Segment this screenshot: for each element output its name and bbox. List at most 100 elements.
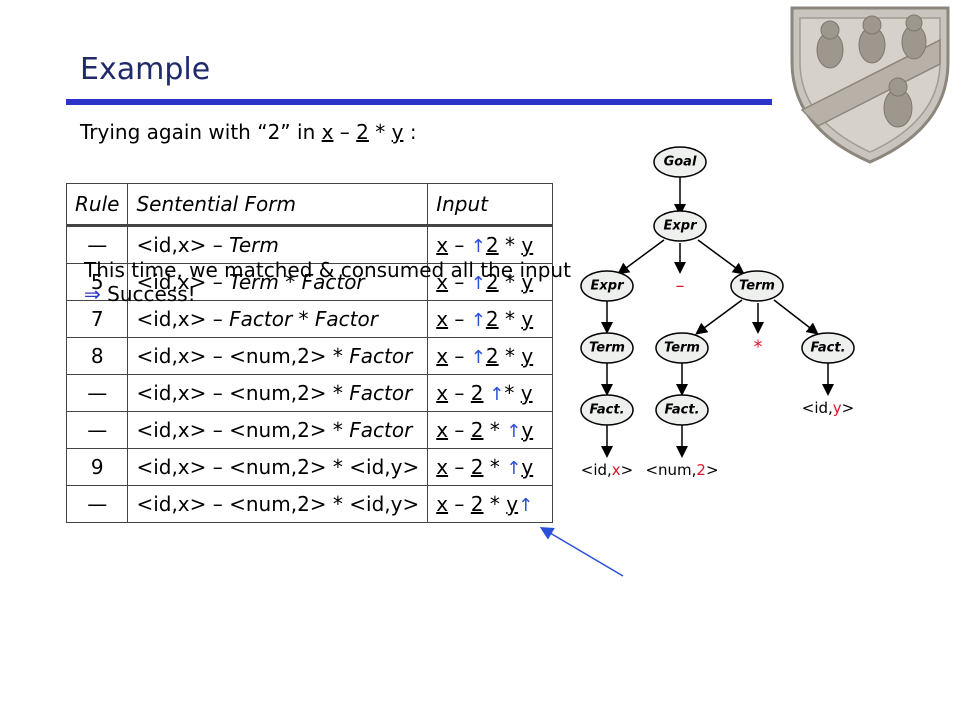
input-minus: –: [448, 270, 471, 294]
input-minus: –: [448, 307, 471, 331]
input-y: y: [520, 381, 533, 405]
input-pointer-icon: ↑: [470, 310, 486, 331]
input-2: 2: [485, 270, 499, 294]
subtitle-suffix: :: [403, 120, 417, 144]
table-header-row: Rule Sentential Form Input: [65, 183, 554, 227]
input-y: y: [521, 418, 534, 442]
form-nonterminal: Factor * Factor: [229, 307, 378, 331]
rule-cell: 9: [65, 448, 129, 486]
rule-cell: —: [65, 411, 129, 449]
callout-arrow: [539, 526, 624, 577]
implies-arrow-icon: ⇒: [84, 282, 101, 306]
input-pointer-icon: ↑: [506, 458, 522, 479]
input-times: *: [483, 492, 507, 516]
table-row: — <id,x> – <num,2> * Factor x – 2 ↑* y: [65, 374, 554, 412]
subtitle-2: 2: [356, 120, 369, 144]
input-minus: –: [448, 233, 471, 257]
subtitle-prefix: Trying again with “2” in: [80, 120, 322, 144]
header-rule: Rule: [65, 183, 129, 227]
input-pointer-icon: ↑: [470, 273, 486, 294]
form-text: <id,x> – <num,2> *: [136, 344, 350, 368]
subtitle-y: y: [391, 120, 404, 144]
input-y: y: [521, 233, 534, 257]
input-pointer-icon: ↑: [506, 421, 522, 442]
input-cell: x – ↑2 * y: [427, 337, 554, 375]
input-pointer-icon: ↑: [470, 347, 486, 368]
edge-expr-term: [697, 239, 745, 275]
table-row: — <id,x> – <num,2> * <id,y> x – 2 * y↑: [65, 485, 554, 523]
node-fact-left-shape: [580, 394, 634, 426]
title-rule: [66, 99, 772, 105]
table-row: — <id,x> – <num,2> * Factor x – 2 * ↑y: [65, 411, 554, 449]
input-x: x: [436, 344, 449, 368]
node-fact-right: Fact.: [810, 341, 845, 356]
input-times: *: [504, 381, 521, 405]
leaf-num-2: <num,2>: [645, 461, 718, 479]
node-term-left: Term: [589, 341, 625, 356]
input-minus: –: [448, 492, 471, 516]
node-expr-left-shape: [580, 270, 634, 302]
input-pointer-icon: ↑: [483, 384, 505, 405]
node-term-mid: Term: [664, 341, 700, 356]
header-sentential-form: Sentential Form: [127, 183, 429, 227]
input-y: y: [521, 344, 534, 368]
rule-cell: 5: [65, 263, 129, 301]
slide-title: Example: [80, 52, 211, 87]
leaf-id-y: <id,y>: [802, 399, 855, 417]
op-minus: –: [676, 276, 685, 297]
input-x: x: [436, 307, 449, 331]
table-row: 8 <id,x> – <num,2> * Factor x – ↑2 * y: [65, 337, 554, 375]
input-y: y: [506, 492, 519, 516]
input-2: 2: [485, 344, 499, 368]
sentential-form-cell: <id,x> – Term * Factor: [127, 263, 429, 301]
input-times: *: [498, 270, 522, 294]
input-y: y: [521, 455, 534, 479]
rule-cell: —: [65, 374, 129, 412]
form-text: <id,x> –: [136, 307, 230, 331]
input-y: y: [521, 270, 534, 294]
sentential-form-cell: <id,x> – <num,2> * Factor: [127, 374, 429, 412]
input-2: 2: [485, 233, 499, 257]
input-y: y: [521, 307, 534, 331]
input-times: *: [498, 307, 522, 331]
input-cell: x – 2 * ↑y: [427, 411, 554, 449]
input-minus: –: [448, 418, 471, 442]
form-nonterminal: Term: [229, 233, 279, 257]
input-times: *: [483, 455, 507, 479]
sentential-form-cell: <id,x> – <num,2> * Factor: [127, 337, 429, 375]
node-expr-top: Expr: [664, 219, 699, 234]
subtitle-minus: –: [333, 120, 357, 144]
input-x: x: [436, 233, 449, 257]
note-line-2: ⇒ Success!: [84, 282, 571, 306]
node-goal-shape: [653, 146, 707, 178]
input-2: 2: [470, 492, 484, 516]
input-x: x: [436, 418, 449, 442]
subtitle-times: *: [368, 120, 392, 144]
node-term-right-shape: [730, 270, 784, 302]
edge-term-fact: [773, 299, 819, 335]
rule-cell: —: [65, 485, 129, 523]
rule-cell: 7: [65, 300, 129, 338]
input-pointer-icon: ↑: [470, 236, 486, 257]
input-cell: x – ↑2 * y: [427, 263, 554, 301]
rule-cell: 8: [65, 337, 129, 375]
node-term-left-shape: [580, 332, 634, 364]
node-fact-right-shape: [801, 332, 855, 364]
edge-term-term: [695, 299, 743, 335]
edge-expr-expr: [617, 239, 665, 275]
derivation-trace-table: Rule Sentential Form Input — <id,x> – Te…: [65, 183, 554, 523]
subtitle-x: x: [321, 120, 334, 144]
tree-edges: [601, 176, 834, 458]
input-2: 2: [485, 307, 499, 331]
header-input: Input: [427, 183, 554, 227]
form-text: <id,x> – <num,2> * <id,y>: [136, 492, 420, 516]
form-text: <id,x> –: [136, 233, 230, 257]
table-row: 7 <id,x> – Factor * Factor x – ↑2 * y: [65, 300, 554, 338]
input-minus: –: [448, 344, 471, 368]
sentential-form-cell: <id,x> – <num,2> * Factor: [127, 411, 429, 449]
op-times: *: [754, 337, 763, 358]
form-nonterminal: Factor: [349, 418, 413, 442]
form-nonterminal: Factor: [349, 344, 413, 368]
note-line-1: This time, we matched & consumed all the…: [84, 258, 571, 282]
